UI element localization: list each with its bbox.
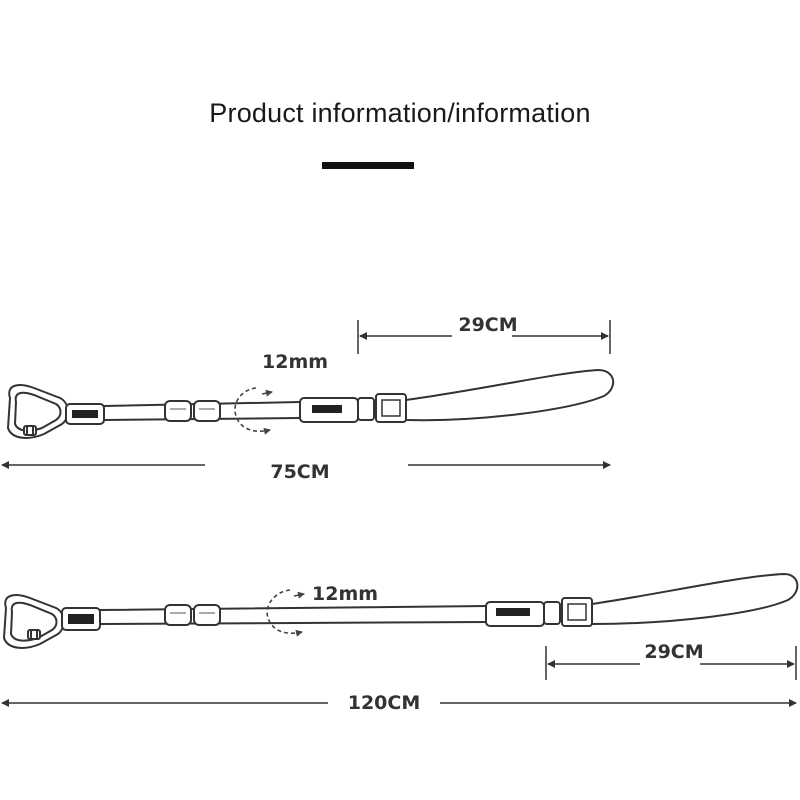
handle-loop [591,572,799,625]
overall-length-label: 75CM [270,461,329,483]
rope-stopper [164,604,192,626]
diameter-label: 12mm [312,583,378,605]
rotation-icon [234,387,273,435]
page-title: Product information/information [209,98,591,128]
swivel-buckle [543,601,561,625]
swivel-buckle [357,397,375,421]
rope-stopper [193,400,221,422]
handle-dimension [357,320,611,354]
carabiner-icon [6,384,69,439]
label-patch [72,410,98,418]
title-underline [322,162,414,169]
handle-length-label: 29CM [644,641,703,663]
label-patch [68,614,94,624]
carabiner-icon [2,594,65,649]
overall-length-label: 120CM [348,692,421,714]
rope-stopper [164,400,192,422]
leash-short: 12mm 29CM 75CM [1,314,614,483]
handle-plate [375,393,407,423]
handle-length-label: 29CM [458,314,517,336]
handle-loop [405,368,614,422]
label-patch [312,405,342,413]
handle-plate [561,597,593,627]
label-patch [496,608,530,616]
rope-stopper [193,604,221,626]
diameter-label: 12mm [262,351,328,373]
handle-dimension [545,646,797,680]
rotation-icon [266,589,305,637]
leash-long: 12mm 29CM 120CM [1,572,799,714]
rope [99,605,489,625]
